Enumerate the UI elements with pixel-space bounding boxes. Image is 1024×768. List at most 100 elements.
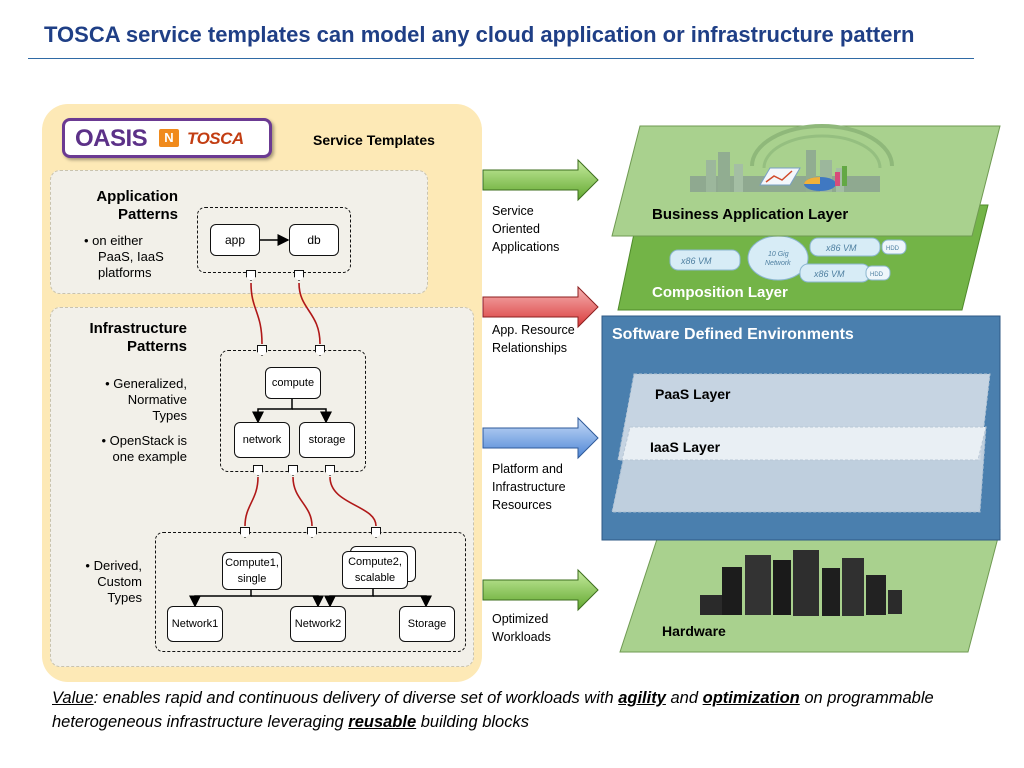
arrow-label-line: Infrastructure (492, 480, 566, 494)
bullet-line: Derived, (93, 558, 142, 573)
service-arrow-label: Service Oriented Applications (492, 202, 559, 256)
agility-term: agility (618, 689, 666, 707)
value-statement: Value: enables rapid and continuous deli… (52, 686, 1002, 734)
value-text: on programmable heterogeneous infrastruc… (52, 689, 934, 731)
relationships-arrow-label: App. Resource Relationships (492, 321, 575, 357)
arrow-label-line: Workloads (492, 630, 551, 644)
node-label: Compute1, (225, 557, 279, 569)
bullet-dot: • (101, 433, 110, 448)
network-node: network (234, 422, 290, 458)
map-link (250, 282, 263, 345)
bullet-line: platforms (98, 265, 152, 280)
requirement-port (325, 465, 335, 476)
bullet-line: Types (152, 408, 187, 423)
arrow-label-line: Platform and (492, 462, 563, 476)
value-text: building blocks (416, 713, 529, 731)
infrastructure-patterns-heading: Infrastructure Patterns (62, 320, 187, 356)
business-skyline-icon (690, 124, 894, 192)
compute-network-link (252, 398, 293, 424)
platform-arrow-label: Platform and Infrastructure Resources (492, 460, 566, 514)
bullet-dot: • (84, 233, 93, 248)
composition-layer-label: Composition Layer (652, 284, 788, 301)
heading-line: Infrastructure (89, 320, 187, 337)
compute2-storage-link (373, 595, 432, 608)
bullet-line: OpenStack is (109, 433, 187, 448)
value-label: Value (52, 689, 94, 707)
heading-line: Application (96, 188, 178, 205)
vm-label: x86 VM (813, 269, 845, 279)
workloads-arrow-label: Optimized Workloads (492, 610, 551, 646)
generalized-types-bullet: • Generalized, Normative Types (62, 376, 187, 424)
arrow-label-line: Service (492, 204, 534, 218)
sde-label: Software Defined Environments (612, 326, 854, 343)
application-patterns-bullet: • on either PaaS, IaaS platforms (84, 233, 184, 281)
paas-layer-label: PaaS Layer (655, 386, 731, 402)
db-node: db (289, 224, 339, 256)
node-label: single (237, 573, 267, 585)
bullet-line: Types (107, 590, 142, 605)
hardware-layer-label: Hardware (662, 623, 726, 639)
page-title: TOSCA service templates can model any cl… (44, 22, 915, 47)
logo-oasis-text: OASIS (75, 125, 148, 152)
value-text: and (665, 689, 703, 707)
compute-storage-link (292, 408, 332, 424)
arrow-label-line: Relationships (492, 341, 568, 355)
iaas-layer (621, 426, 987, 461)
map-link (244, 476, 259, 527)
capability-port (307, 527, 317, 538)
compute1-network2-link (251, 595, 324, 608)
service-templates-label: Service Templates (313, 132, 435, 148)
vm-network-icons (669, 235, 907, 283)
bullet-line: Custom (97, 574, 142, 589)
arrow-label-line: Resources (492, 498, 552, 512)
value-text: : enables rapid and continuous delivery … (93, 689, 619, 707)
compute-node: compute (265, 367, 321, 399)
bullet-dot: • (85, 558, 94, 573)
compute1-node: Compute1, single (222, 552, 282, 590)
compute2-node: Compute2, scalable (342, 551, 408, 589)
network1-node: Network1 (167, 606, 223, 642)
node-label: Compute2, (348, 556, 402, 568)
bullet-line: Normative (127, 392, 187, 407)
app-node: app (210, 224, 260, 256)
app-pattern-group (197, 207, 351, 273)
vm-label: x86 VM (680, 256, 712, 266)
node-label: scalable (354, 572, 396, 584)
business-layer-label: Business Application Layer (652, 206, 848, 223)
optimization-term: optimization (702, 689, 800, 707)
heading-line: Patterns (126, 338, 187, 355)
bullet-line: one example (112, 449, 187, 464)
bullet-line: on either (92, 233, 143, 248)
heading-line: Patterns (117, 206, 178, 223)
bullet-line: PaaS, IaaS (98, 249, 164, 264)
storage-custom-node: Storage (399, 606, 455, 642)
arrow-label-line: Oriented (492, 222, 540, 236)
derived-types-bullet: • Derived, Custom Types (52, 558, 142, 606)
network-label: 10 Gig (768, 251, 789, 258)
capability-port (240, 527, 250, 538)
title-divider (28, 58, 974, 59)
oasis-tosca-logo: OASIS N TOSCA (62, 118, 272, 158)
requirement-port (253, 465, 263, 476)
requirement-port (288, 465, 298, 476)
server-racks-icon (700, 550, 902, 616)
storage-node: storage (299, 422, 355, 458)
openstack-bullet: • OpenStack is one example (62, 433, 188, 465)
capability-port (257, 345, 267, 356)
application-patterns-heading: Application Patterns (60, 188, 178, 224)
capability-port (315, 345, 325, 356)
compute1-network1-link (189, 590, 252, 608)
capability-port (371, 527, 381, 538)
map-link (292, 476, 313, 527)
network-label: Network (765, 260, 791, 267)
logo-tosca-text: TOSCA (187, 129, 244, 148)
map-link (329, 476, 377, 527)
workloads-arrow (482, 568, 599, 612)
bullet-dot: • (105, 376, 114, 391)
iaas-layer-label: IaaS Layer (650, 439, 721, 455)
map-link (298, 282, 321, 345)
vm-label: x86 VM (825, 243, 857, 253)
